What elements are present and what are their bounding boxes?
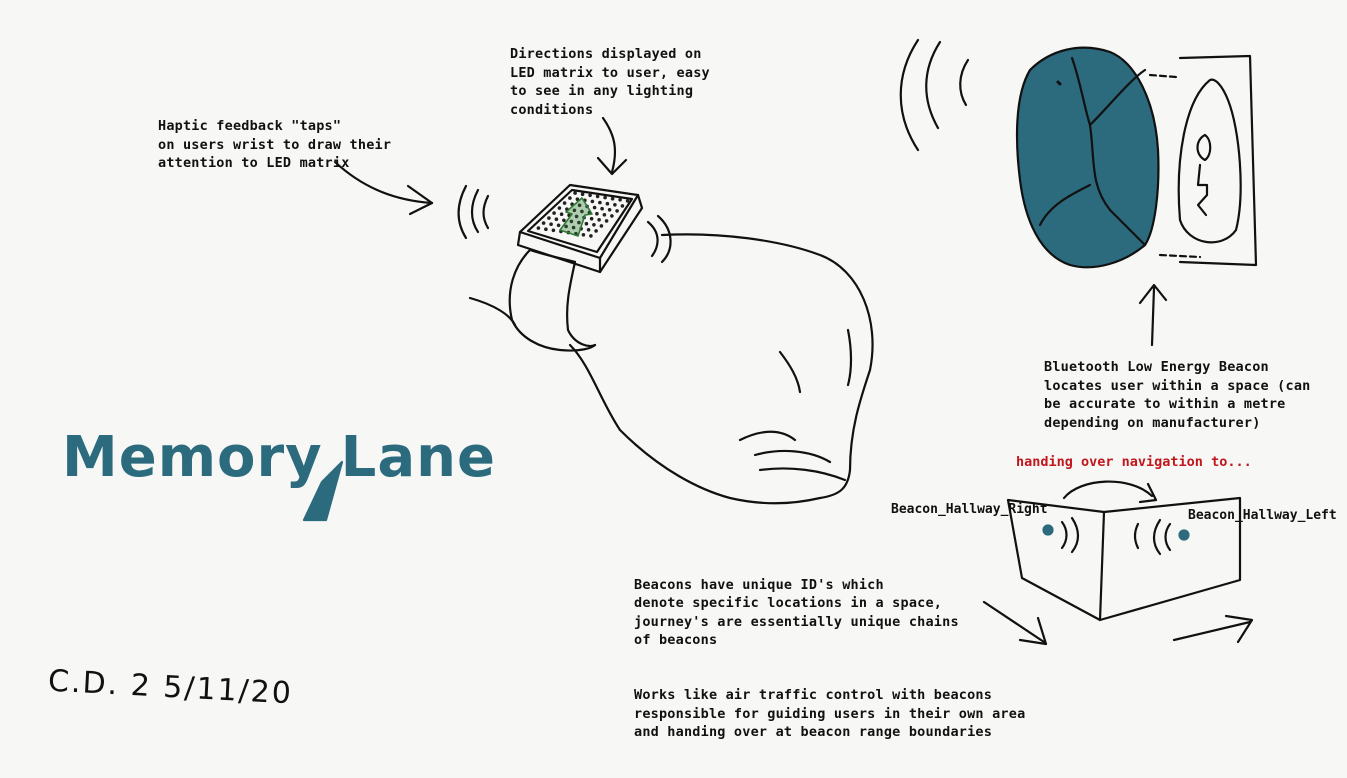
led-dot	[602, 213, 607, 217]
led-dot	[620, 204, 625, 208]
led-dot	[586, 228, 591, 232]
led-dot	[603, 195, 607, 200]
vibration-left-icon	[457, 184, 490, 240]
logo-word-lane: Lane	[340, 425, 496, 490]
led-dot	[552, 211, 556, 215]
led-dot	[549, 222, 553, 226]
led-dot	[592, 223, 596, 227]
led-dot	[607, 208, 612, 212]
hand-sketch	[468, 233, 874, 505]
vibration-right-icon	[646, 214, 672, 264]
handover-label: handing over navigation to...	[1016, 454, 1252, 470]
led-dot	[568, 196, 572, 200]
atc-paragraph: Works like air traffic control with beac…	[634, 687, 1026, 740]
led-dot	[572, 208, 577, 213]
led-dot	[625, 199, 630, 203]
beacon-arrow-head	[1138, 283, 1168, 305]
led-dot	[562, 201, 567, 205]
led-dot	[559, 212, 564, 216]
led-dot	[584, 221, 589, 226]
led-dot	[595, 211, 599, 216]
haptic-arrow-head	[406, 184, 434, 216]
beacon-ids-note: Beacons have unique ID's which denote sp…	[634, 557, 1025, 778]
led-dot	[541, 221, 546, 225]
led-dot	[618, 198, 622, 202]
led-dot	[594, 229, 598, 233]
led-dot	[577, 220, 581, 225]
led-dot	[589, 216, 594, 221]
led-dot	[580, 192, 585, 196]
beacon-circuit	[1148, 54, 1258, 267]
beacon-wave-icon	[899, 38, 970, 152]
led-dot	[600, 206, 604, 211]
led-dot	[605, 201, 610, 206]
led-dot	[590, 199, 595, 204]
led-dot	[571, 225, 576, 230]
led-dot	[615, 209, 619, 213]
ids-paragraph: Beacons have unique ID's which denote sp…	[634, 576, 959, 649]
haptic-arrow	[333, 160, 434, 205]
led-dot	[597, 218, 601, 222]
beacon-left-label: Beacon_Hallway_Left	[1188, 508, 1337, 523]
led-dot	[554, 217, 559, 221]
led-dot	[564, 224, 568, 229]
led-dot	[569, 219, 574, 224]
hallway-sketch	[982, 480, 1254, 646]
led-dot	[573, 191, 577, 195]
logo-swoosh	[302, 460, 344, 522]
led-dot	[557, 206, 562, 210]
led-dot	[544, 227, 548, 231]
memory-lane-logo: Memory Lane	[62, 425, 496, 490]
logo-word-memory: Memory	[62, 425, 323, 490]
led-dot	[598, 200, 602, 205]
led-dot	[536, 226, 541, 230]
led-dot	[547, 216, 551, 220]
beacon-right-label: Beacon_Hallway_Right	[891, 502, 1048, 517]
led-dot	[589, 234, 593, 238]
directions-note: Directions displayed on LED matrix to us…	[510, 46, 710, 118]
directions-arrow	[601, 116, 617, 174]
beacon-device	[1015, 46, 1160, 269]
led-dot	[610, 214, 614, 218]
led-dot	[581, 233, 586, 237]
led-dot	[588, 193, 592, 198]
led-dot	[574, 214, 579, 219]
beacon-note: Bluetooth Low Energy Beacon locates user…	[1044, 359, 1311, 431]
sketch-canvas	[302, 38, 1258, 646]
led-dot	[556, 223, 561, 228]
led-dot	[604, 219, 609, 223]
led-dot	[562, 218, 566, 223]
haptic-note: Haptic feedback "taps" on users wrist to…	[158, 118, 392, 171]
led-dot	[580, 209, 584, 214]
led-matrix-icon	[536, 191, 630, 238]
led-arrow-icon	[559, 197, 593, 237]
beacon-arrow	[1150, 286, 1156, 347]
directions-arrow-head	[596, 156, 628, 176]
led-dot	[613, 203, 617, 207]
led-dot	[575, 197, 580, 201]
led-dot	[577, 203, 582, 208]
led-dot	[592, 205, 597, 210]
led-dot	[610, 196, 615, 201]
led-dot	[551, 228, 556, 233]
led-dot	[599, 224, 604, 228]
led-dot	[595, 194, 600, 199]
